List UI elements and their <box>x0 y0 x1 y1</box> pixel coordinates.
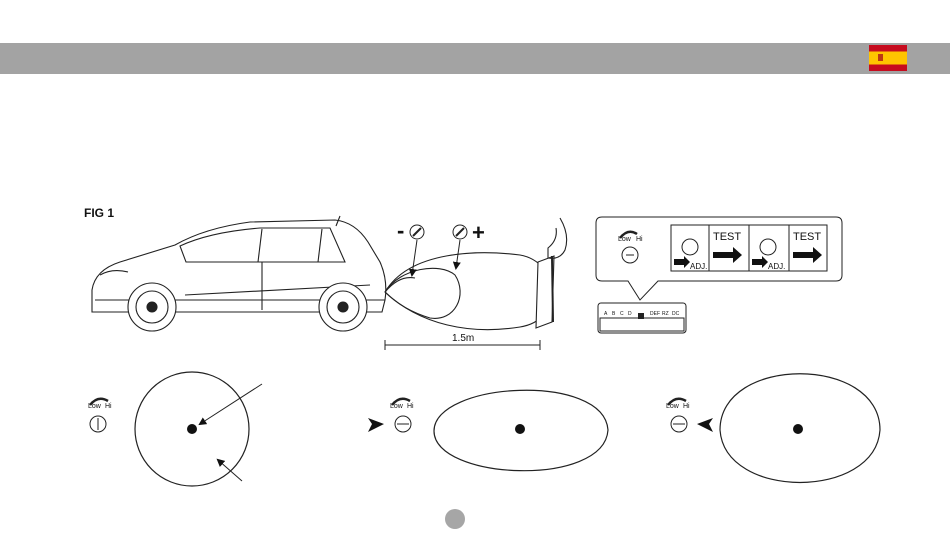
adj-label-2: ADJ. <box>768 262 785 271</box>
module-label: D <box>628 311 632 317</box>
module-label: RZ <box>662 311 669 317</box>
arrow-left-icon <box>697 418 713 432</box>
control-panel-callout: Low Hi ADJ. TEST ADJ. TEST <box>596 217 842 300</box>
adj-label-1: ADJ. <box>690 262 707 271</box>
test-label-2: TEST <box>793 231 821 243</box>
pattern-tall: Low Hi <box>666 374 880 483</box>
knob-low-label: Low <box>618 236 632 243</box>
distance-indicator: 1.5m <box>385 333 540 350</box>
svg-text:Low: Low <box>666 403 680 410</box>
sensitivity-minus: - <box>397 218 424 275</box>
control-module: A B C D DEF RZ DC <box>598 303 686 333</box>
page-number-badge <box>445 509 465 529</box>
distance-label: 1.5m <box>452 333 474 344</box>
module-label: DEF <box>650 311 660 317</box>
svg-text:Low: Low <box>390 403 404 410</box>
minus-sign: - <box>397 218 404 243</box>
plus-sign: + <box>472 220 485 245</box>
test-label-1: TEST <box>713 231 741 243</box>
pattern-wide: Low Hi <box>368 390 608 470</box>
svg-text:Hi: Hi <box>407 403 414 410</box>
module-label: DC <box>672 311 680 317</box>
knob-hi-label: Hi <box>636 236 643 243</box>
pattern-circle: Low Hi <box>88 372 262 486</box>
svg-text:Hi: Hi <box>105 403 112 410</box>
car-icon <box>92 216 386 331</box>
module-label: C <box>620 311 624 317</box>
svg-text:Low: Low <box>88 403 102 410</box>
test-board <box>536 218 567 328</box>
arrow-right-icon <box>368 418 384 432</box>
detection-zone <box>385 253 552 330</box>
svg-text:Hi: Hi <box>683 403 690 410</box>
sensitivity-plus: + <box>453 220 485 268</box>
